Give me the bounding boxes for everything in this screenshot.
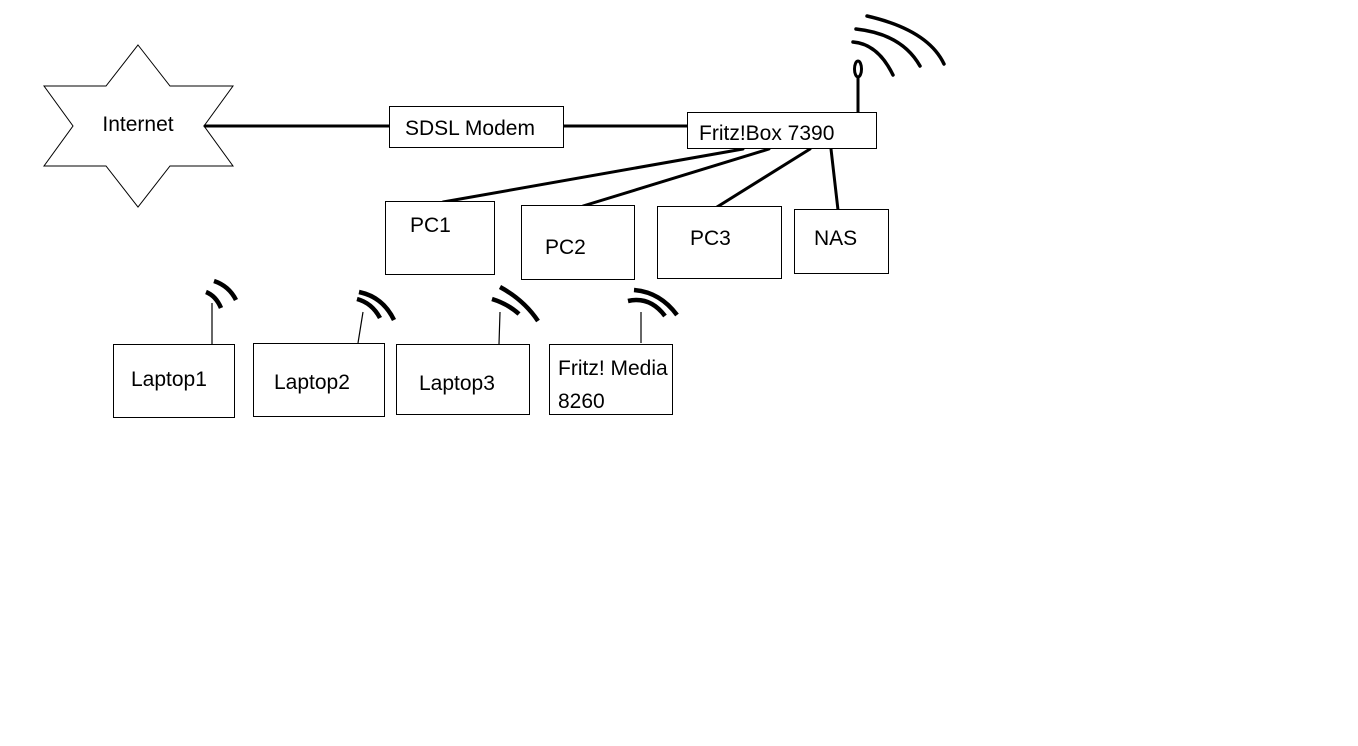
router-node: Fritz!Box 7390 xyxy=(687,14,946,149)
modem-label: SDSL Modem xyxy=(405,117,535,140)
pc3-box xyxy=(657,206,782,279)
media-box xyxy=(549,344,673,415)
laptop2-box xyxy=(253,343,385,417)
pc1-box xyxy=(385,201,495,275)
internet-node: Internet xyxy=(43,44,234,208)
media-node: Fritz! Media 8260 xyxy=(549,287,679,415)
pc1-label: PC1 xyxy=(410,214,451,237)
laptop2-wifi-icon xyxy=(356,289,397,322)
media-label-line1: Fritz! Media xyxy=(558,357,668,380)
modem-node: SDSL Modem xyxy=(389,106,564,148)
laptop2-node: Laptop2 xyxy=(253,289,397,417)
laptop3-box xyxy=(396,344,530,415)
router-label: Fritz!Box 7390 xyxy=(699,122,834,145)
laptop1-node: Laptop1 xyxy=(113,278,239,418)
media-wifi-icon xyxy=(627,287,679,318)
edge-router-pc1 xyxy=(441,147,745,204)
laptop3-node: Laptop3 xyxy=(396,285,540,415)
laptop1-box xyxy=(113,344,235,418)
laptop1-wifi-icon xyxy=(205,278,239,309)
pc2-label: PC2 xyxy=(545,236,586,259)
laptop2-antenna xyxy=(357,311,364,344)
laptop3-label: Laptop3 xyxy=(419,372,495,395)
media-label-line2: 8260 xyxy=(558,390,605,413)
pc1-node: PC1 xyxy=(385,201,495,275)
nas-box xyxy=(794,209,889,274)
laptop1-label: Laptop1 xyxy=(131,368,207,391)
laptop2-label: Laptop2 xyxy=(274,371,350,394)
router-wifi-icon xyxy=(851,14,946,77)
nas-label: NAS xyxy=(814,227,857,250)
router-box xyxy=(687,112,877,149)
edge-router-nas xyxy=(829,147,840,212)
pc3-node: PC3 xyxy=(657,206,782,279)
internet-label: Internet xyxy=(102,113,173,136)
edge-router-pc2 xyxy=(581,147,771,208)
pc3-label: PC3 xyxy=(690,227,731,250)
nas-node: NAS xyxy=(794,209,889,274)
pc2-box xyxy=(521,205,635,280)
router-antenna-icon xyxy=(853,59,863,79)
internet-star-shape xyxy=(43,44,234,208)
laptop3-wifi-icon xyxy=(491,285,540,323)
laptop3-antenna xyxy=(498,311,501,345)
edge-router-pc3 xyxy=(715,147,812,209)
pc2-node: PC2 xyxy=(521,205,635,280)
modem-box xyxy=(389,106,564,148)
